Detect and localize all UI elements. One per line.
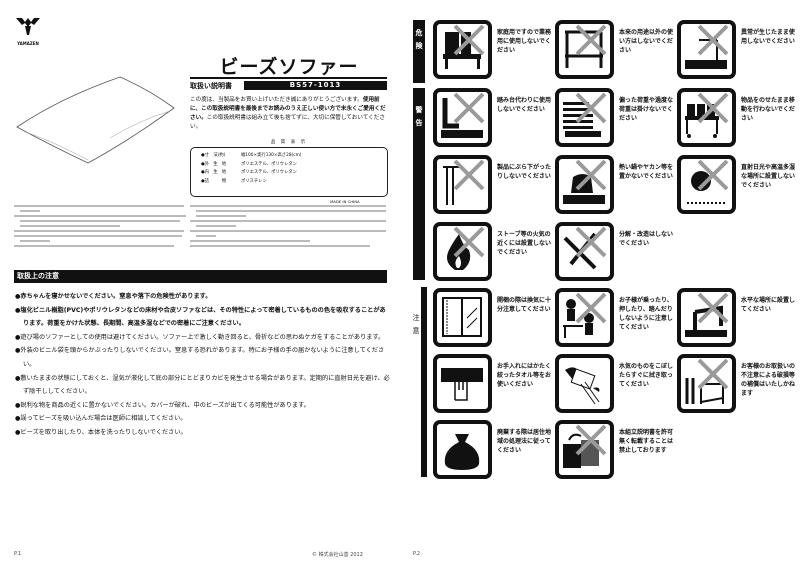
precaution-item: ●塩化ビニル樹脂(PVC)やポリウレタンなどの床材や合皮ソファなどは、その特性に… (15, 306, 386, 328)
spec-key: ●内 生 地 (201, 170, 227, 175)
band-caution: 注意 (411, 287, 427, 477)
spec-title: 品 質 表 示 (270, 140, 308, 145)
fine-print-notes (14, 205, 386, 247)
pictogram-label: 製品にぶら下がったりしないでください (497, 164, 552, 180)
pictogram-label: 直射日光や高温多湿な場所に設置しないでください (741, 164, 796, 189)
pictogram-item: ストーブ等の火気の近くには設置しないでください (433, 222, 553, 282)
spec-value: 幅100×奥行130×高さ28(cm) (241, 153, 302, 158)
damage-disclaimer-icon (677, 354, 736, 413)
pictogram-item: お子様が乗ったり、押したり、踏んだりしないように注意してください (555, 288, 675, 348)
spec-row: ●詰 物 ポリスチレン (201, 178, 377, 187)
spec-row: ●外 生 地 ポリエステル、ポリウレタン (201, 161, 377, 170)
pictogram-item: 分解・改造はしないでください (555, 222, 675, 282)
hot-kettle-icon (555, 155, 614, 214)
tools-icon (555, 222, 614, 281)
spec-key: ●寸 法(約) (201, 153, 226, 158)
pictogram-item: 偏った荷重や過度な荷重は掛けないでください (555, 88, 675, 148)
fire-icon (433, 222, 492, 281)
intro-text: この度は、当製品をお買い上げいただき誠にありがとうございます。使用前に、この取扱… (190, 97, 386, 130)
product-title: ビーズソファー (219, 56, 359, 78)
moving-load-icon (677, 88, 736, 147)
frame-misuse-icon (555, 20, 614, 79)
pictogram-item: 開梱の際は換気に十分注意してください (433, 288, 553, 348)
page-number-2: P.2 (413, 551, 421, 557)
page-2: 危険 警告 注意 家庭用ですので業務用に使用しないでください 本来の用途以外の使い… (400, 0, 802, 567)
disposal-bag-icon (433, 420, 492, 479)
page-1: YAMAZEN ビーズソファー 取扱い説明書 BS57-1013 この度は、当製… (0, 0, 400, 567)
wipe-spill-icon (555, 354, 614, 413)
hanging-icon (433, 155, 492, 214)
pictogram-item: 水気のものをこぼしたらすぐに拭き取ってください (555, 354, 675, 414)
pictogram-item: 熱い鍋やヤカン等を置かないでください (555, 155, 675, 215)
spec-value: ポリエステル、ポリウレタン (241, 170, 297, 175)
pictogram-label: ストーブ等の火気の近くには設置しないでください (497, 231, 552, 256)
step-stool-icon (433, 88, 492, 147)
pictogram-item: 製品にぶら下がったりしないでください (433, 155, 553, 215)
pictogram-item: 異常が生じたまま使用しないでください (677, 20, 797, 80)
pictogram-label: お客様のお取扱いの不注意による破損等の補償はいたしかねます (741, 363, 796, 397)
level-floor-icon (677, 288, 736, 347)
pictogram-label: お手入れにはかたく絞ったタオル等をお使いください (497, 363, 552, 388)
spec-value: ポリスチレン (241, 178, 267, 184)
pictogram-label: 水気のものをこぼしたらすぐに拭き取ってください (619, 363, 674, 388)
hand-towel-icon (433, 354, 492, 413)
pictogram-label: 異常が生じたまま使用しないでください (741, 29, 795, 45)
pictogram-item: 直射日光や高温多湿な場所に設置しないでください (677, 155, 797, 215)
spec-key: ●外 生 地 (201, 161, 227, 167)
manual-subtitle: 取扱い説明書 (190, 82, 232, 90)
precautions-list: ●赤ちゃんを寝かせないでください。窒息や落下の危険性があります。 ●塩化ビニル樹脂… (15, 290, 390, 440)
precaution-item: ●外装のビニル袋を頭からかぶったりしないでください。窒息する恐れがあります。特に… (15, 347, 385, 368)
abnormal-use-icon (677, 20, 736, 79)
precaution-item: ●誤ってビーズを吸い込んだ場合は医師に相談してください。 (15, 415, 187, 423)
precaution-item: ●遊び場のソファーとしての使用は避けてください。ソファー上で激しく動き回ると、骨… (15, 333, 385, 341)
children-icon (555, 288, 614, 347)
pictogram-label: 分解・改造はしないでください (619, 231, 674, 247)
pictogram-label: 家庭用ですので業務用に使用しないでください (497, 29, 552, 54)
spec-key: ●詰 物 (201, 178, 227, 184)
overload-icon (555, 88, 614, 147)
title-rule (190, 77, 387, 79)
pictogram-label: 廃棄する際は居住地域の処理法に従ってください (497, 429, 552, 454)
bean-sofa-illustration (16, 76, 175, 164)
pictogram-label: 偏った荷重や過度な荷重は掛けないでください (619, 97, 674, 122)
handling-precautions-header: 取扱上の注意 (14, 270, 387, 283)
band-warning: 警告 (413, 88, 425, 280)
pictogram-label: 踏み台代わりに使用しないでください (497, 97, 552, 113)
copyright: © 株式会社山善 2012 (312, 552, 363, 558)
pictogram-item: 物品をのせたまま移動を行わないでください (677, 88, 797, 148)
precaution-item: ●ビーズを取り出したり、本体を洗ったりしないでください。 (15, 428, 187, 436)
pictogram-item: 本来の用途以外の使い方はしないでください (555, 20, 675, 80)
pictogram-item: 踏み台代わりに使用しないでください (433, 88, 553, 148)
pictogram-label: お子様が乗ったり、押したり、踏んだりしないように注意してください (619, 297, 673, 331)
window-ventilation-icon (433, 288, 492, 347)
spec-value: ポリエステル、ポリウレタン (241, 161, 297, 167)
spec-row: ●内 生 地 ポリエステル、ポリウレタン (201, 169, 377, 178)
spec-box: ●寸 法(約)幅100×奥行130×高さ28(cm)●外 生 地ポリエステル、ポ… (190, 147, 388, 197)
model-number: BS57-1013 (244, 81, 387, 90)
precaution-item: ●赤ちゃんを寝かせないでください。窒息や落下の危険性があります。 (15, 293, 212, 300)
pictogram-item: 廃棄する際は居住地域の処理法に従ってください (433, 420, 553, 480)
pictogram-label: 開梱の際は換気に十分注意してください (497, 297, 552, 313)
page-number-1: P.1 (14, 551, 22, 557)
precaution-item: ●敷いたままの状態にしておくと、湿気が液化して底の部分にとどまりカビを発生させる… (15, 374, 390, 396)
store-shelf-icon (433, 20, 492, 79)
made-in: MADE IN CHINA (330, 199, 360, 204)
pictogram-item: 水平な場所に設置してください (677, 288, 797, 348)
copy-manual-icon (555, 420, 614, 479)
pictogram-label: 物品をのせたまま移動を行わないでください (741, 97, 795, 122)
pictogram-item: 本組立説明書を許可無く転載することは禁止しております (555, 420, 675, 480)
pictogram-label: 熱い鍋やヤカン等を置かないでください (619, 164, 674, 180)
precaution-item: ●鋭利な物を商品の近くに置かないでください。カバーが破れ、中のビーズが出てくる可… (15, 401, 310, 409)
sun-humidity-icon (677, 155, 736, 214)
pictogram-label: 本来の用途以外の使い方はしないでください (619, 29, 674, 54)
pictogram-item: 家庭用ですので業務用に使用しないでください (433, 20, 553, 80)
yamazen-logo: YAMAZEN (14, 16, 42, 46)
spec-row: ●寸 法(約) 幅100×奥行130×高さ28(cm) (201, 152, 377, 161)
band-danger: 危険 (413, 20, 425, 83)
pictogram-item: お客様のお取扱いの不注意による破損等の補償はいたしかねます (677, 354, 797, 414)
pictogram-label: 本組立説明書を許可無く転載することは禁止しております (619, 429, 674, 454)
pictogram-label: 水平な場所に設置してください (741, 297, 796, 313)
pictogram-item: お手入れにはかたく絞ったタオル等をお使いください (433, 354, 553, 414)
